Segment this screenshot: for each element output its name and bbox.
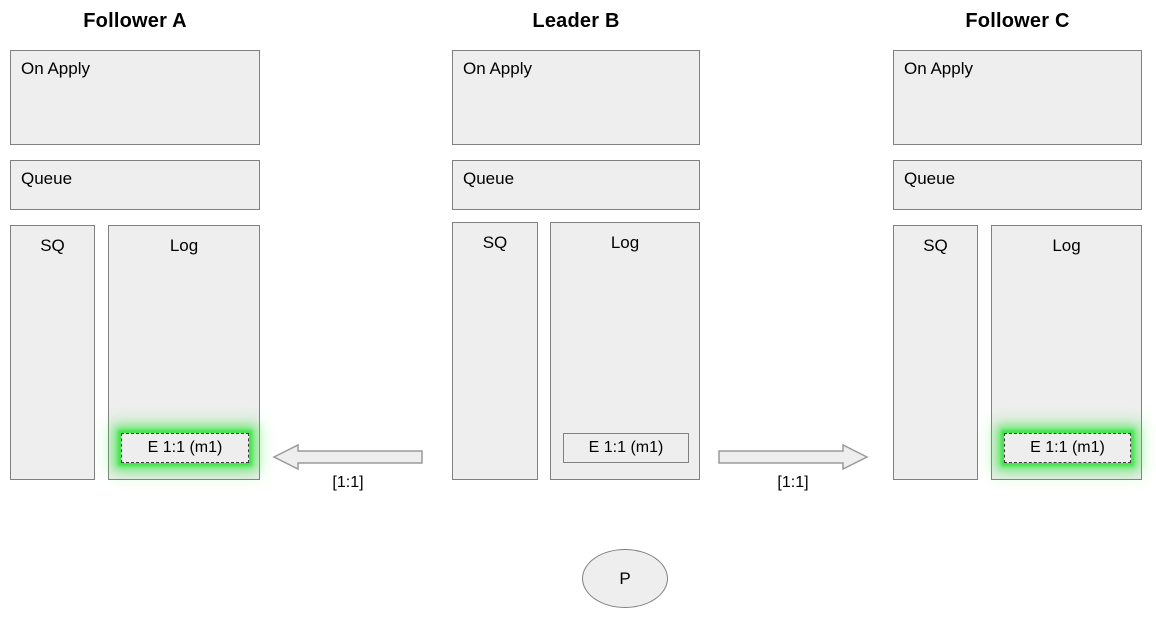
queue-box-follower-c[interactable]: Queue bbox=[893, 160, 1142, 210]
on-apply-box-leader-b[interactable]: On Apply bbox=[452, 50, 700, 145]
log-entry[interactable]: E 1:1 (m1) bbox=[1004, 433, 1131, 463]
log-box-follower-a[interactable]: Log E 1:1 (m1) bbox=[108, 225, 260, 480]
node-title-leader-b: Leader B bbox=[532, 10, 620, 32]
sq-box-follower-c[interactable]: SQ bbox=[893, 225, 978, 480]
sq-label: SQ bbox=[40, 236, 65, 255]
sq-box-leader-b[interactable]: SQ bbox=[452, 222, 538, 480]
log-label: Log bbox=[1052, 236, 1081, 255]
on-apply-box-follower-c[interactable]: On Apply bbox=[893, 50, 1142, 145]
queue-label: Queue bbox=[904, 169, 956, 188]
log-box-follower-c[interactable]: Log E 1:1 (m1) bbox=[991, 225, 1142, 480]
on-apply-box-follower-a[interactable]: On Apply bbox=[10, 50, 260, 145]
node-title-follower-c: Follower C bbox=[965, 10, 1070, 32]
replication-arrow-left[interactable]: [1:1] bbox=[272, 443, 424, 491]
queue-label: Queue bbox=[463, 169, 515, 188]
sq-label: SQ bbox=[482, 233, 508, 252]
on-apply-label: On Apply bbox=[21, 59, 90, 78]
log-label: Log bbox=[610, 233, 640, 252]
arrow-label: [1:1] bbox=[777, 474, 809, 491]
arrow-label: [1:1] bbox=[332, 474, 364, 491]
queue-label: Queue bbox=[21, 169, 73, 188]
sq-label: SQ bbox=[923, 236, 948, 255]
sq-box-follower-a[interactable]: SQ bbox=[10, 225, 95, 480]
arrow-right-icon bbox=[718, 443, 869, 471]
on-apply-label: On Apply bbox=[904, 59, 973, 78]
on-apply-label: On Apply bbox=[463, 59, 532, 78]
log-box-leader-b[interactable]: Log E 1:1 (m1) bbox=[550, 222, 700, 480]
log-label: Log bbox=[169, 236, 199, 255]
log-entry[interactable]: E 1:1 (m1) bbox=[121, 433, 249, 463]
queue-box-follower-a[interactable]: Queue bbox=[10, 160, 260, 210]
arrow-left-icon bbox=[272, 443, 423, 471]
queue-box-leader-b[interactable]: Queue bbox=[452, 160, 700, 210]
log-entry[interactable]: E 1:1 (m1) bbox=[563, 433, 689, 463]
replication-arrow-right[interactable]: [1:1] bbox=[717, 443, 869, 491]
client-node-p[interactable]: P bbox=[582, 549, 668, 608]
node-title-follower-a: Follower A bbox=[83, 10, 187, 32]
